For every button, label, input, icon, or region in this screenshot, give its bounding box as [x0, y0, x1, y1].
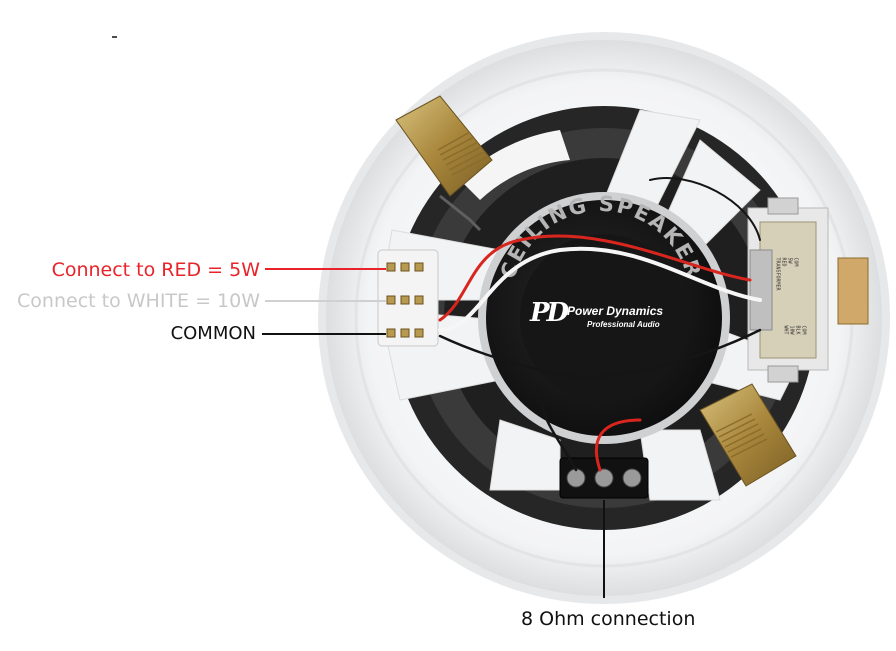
mounting-clip-top: [395, 95, 493, 232]
transformer-markings-left: COM BLK 10W WHT: [782, 325, 807, 335]
transformer-markings-right: COM 5W RED TRANSFORMER: [774, 257, 799, 291]
callout-white-10w: Connect to WHITE = 10W: [17, 290, 260, 312]
transformer: [747, 197, 869, 383]
ohm-terminal-block: [559, 457, 649, 499]
callout-common: COMMON: [170, 323, 256, 344]
input-terminal-block: [377, 249, 439, 347]
callout-8-ohm: 8 Ohm connection: [521, 608, 696, 630]
wiring: [438, 177, 762, 472]
brand-logo: PD: [530, 298, 569, 328]
mounting-clip-bottom: [699, 383, 797, 487]
brand-name: Power Dynamics: [567, 304, 664, 318]
brand-tagline: Professional Audio: [587, 320, 660, 329]
callout-red-5w: Connect to RED = 5W: [51, 259, 260, 281]
